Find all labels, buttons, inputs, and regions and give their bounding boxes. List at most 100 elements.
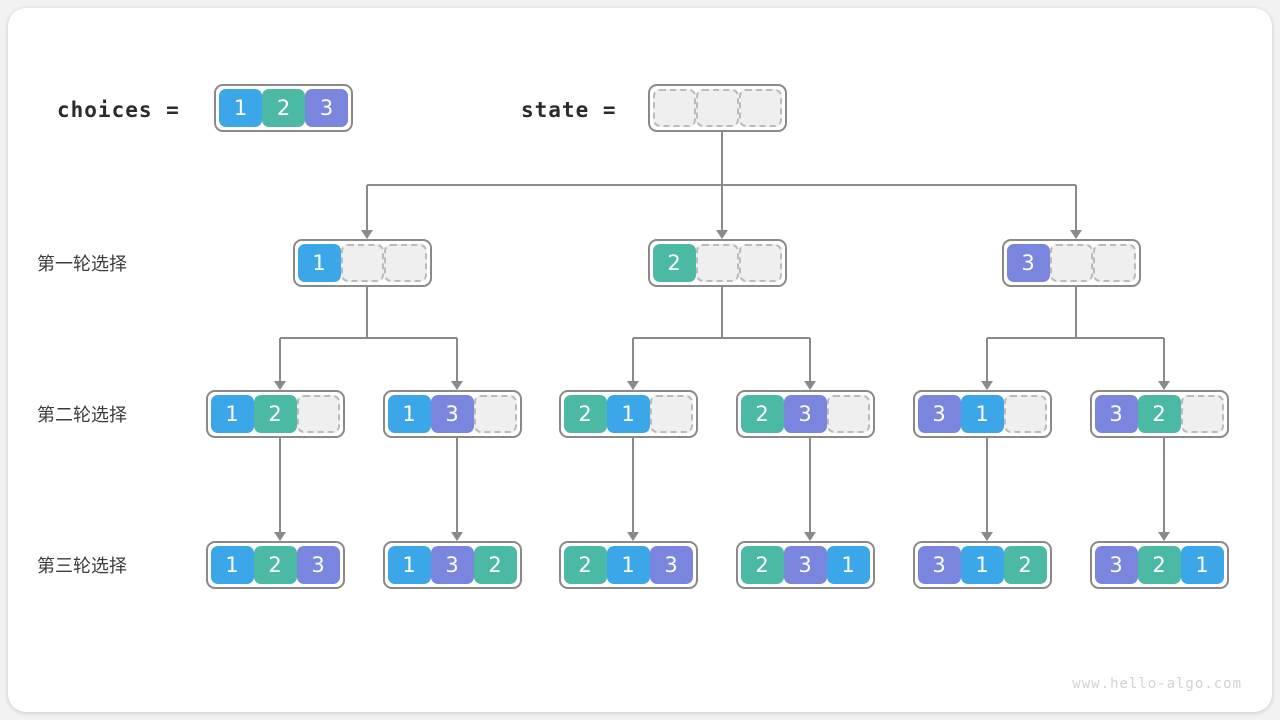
arrowhead-icon-level2-5: [981, 381, 993, 390]
array-cell-empty: [738, 244, 782, 282]
watermark: www.hello-algo.com: [1072, 676, 1242, 692]
array-cell-filled: 1: [210, 546, 254, 584]
edge-level2-to-level3-5: [986, 438, 988, 540]
array-cell-empty: [649, 395, 693, 433]
array-cell-empty: [1180, 395, 1224, 433]
array-cell-filled: 1: [387, 395, 431, 433]
level1-array-1: 1: [292, 239, 432, 287]
array-cell-filled: 3: [917, 395, 961, 433]
array-cell-filled: 3: [917, 546, 961, 584]
array-cell-filled: 2: [563, 395, 607, 433]
array-cell-filled: 2: [740, 395, 784, 433]
row-label-round-2: 第二轮选择: [37, 405, 127, 426]
arrowhead-icon-level2-2: [451, 381, 463, 390]
array-cell-filled: 3: [1094, 546, 1138, 584]
arrowhead-icon-level3-3: [627, 532, 639, 541]
array-cell-filled: 2: [253, 546, 297, 584]
edge-root-stem: [721, 132, 723, 185]
array-cell-filled: 1: [960, 395, 1004, 433]
arrowhead-icon-level3-4: [804, 532, 816, 541]
array-cell-empty: [696, 89, 739, 127]
array-cell-empty: [826, 395, 870, 433]
arrowhead-icon-level2-6: [1158, 381, 1170, 390]
array-cell-filled: 2: [652, 244, 696, 282]
arrowhead-icon-level2-3: [627, 381, 639, 390]
edge-level1-to-level2-4: [809, 338, 811, 389]
array-cell-filled: 2: [262, 89, 305, 127]
edge-root-to-level1-3: [1075, 185, 1077, 238]
array-cell-empty: [739, 89, 782, 127]
array-cell-filled: 1: [1180, 546, 1224, 584]
edge-level1-stem-3: [1075, 287, 1077, 338]
edge-level1-to-level2-5: [986, 338, 988, 389]
array-cell-filled: 1: [219, 89, 262, 127]
arrowhead-icon-level3-6: [1158, 532, 1170, 541]
arrowhead-icon-level3-5: [981, 532, 993, 541]
array-cell-filled: 3: [649, 546, 693, 584]
arrowhead-icon-level2-4: [804, 381, 816, 390]
arrowhead-icon-level2-1: [274, 381, 286, 390]
edge-level1-to-level2-2: [456, 338, 458, 389]
arrowhead-icon-level1-3: [1070, 230, 1082, 239]
array-cell-filled: 1: [606, 395, 650, 433]
edge-level2-to-level3-2: [456, 438, 458, 540]
array-cell-filled: 2: [253, 395, 297, 433]
row-label-round-3: 第三轮选择: [37, 556, 127, 577]
arrowhead-icon-level1-1: [361, 230, 373, 239]
array-cell-filled: 1: [826, 546, 870, 584]
array-cell-filled: 3: [430, 546, 474, 584]
array-cell-empty: [1003, 395, 1047, 433]
edge-level2-to-level3-3: [632, 438, 634, 540]
edge-root-to-level1-2: [721, 185, 723, 238]
arrowhead-icon-level3-1: [274, 532, 286, 541]
array-cell-filled: 2: [563, 546, 607, 584]
edge-level1-to-level2-1: [279, 338, 281, 389]
state-array: [648, 84, 787, 132]
array-cell-empty: [1049, 244, 1093, 282]
array-cell-filled: 3: [1094, 395, 1138, 433]
array-cell-filled: 3: [296, 546, 340, 584]
array-cell-empty: [340, 244, 384, 282]
array-cell-empty: [695, 244, 739, 282]
array-cell-empty: [473, 395, 517, 433]
edge-level1-bus-1: [280, 337, 457, 339]
array-cell-filled: 2: [1003, 546, 1047, 584]
array-cell-filled: 2: [1137, 546, 1181, 584]
array-cell-filled: 3: [1006, 244, 1050, 282]
edge-level2-to-level3-4: [809, 438, 811, 540]
array-cell-empty: [296, 395, 340, 433]
array-cell-filled: 3: [783, 395, 827, 433]
edge-level1-to-level2-6: [1163, 338, 1165, 389]
array-cell-filled: 1: [387, 546, 431, 584]
array-cell-filled: 2: [740, 546, 784, 584]
array-cell-filled: 2: [473, 546, 517, 584]
edge-level1-bus-2: [633, 337, 810, 339]
array-cell-filled: 3: [430, 395, 474, 433]
choices-label: choices =: [57, 98, 180, 122]
array-cell-empty: [653, 89, 696, 127]
edge-level1-stem-2: [721, 287, 723, 338]
array-cell-filled: 1: [960, 546, 1004, 584]
array-cell-filled: 3: [783, 546, 827, 584]
edge-level1-bus-3: [987, 337, 1164, 339]
arrowhead-icon-level3-2: [451, 532, 463, 541]
array-cell-filled: 1: [297, 244, 341, 282]
array-cell-filled: 1: [210, 395, 254, 433]
state-label: state =: [521, 98, 617, 122]
array-cell-filled: 2: [1137, 395, 1181, 433]
